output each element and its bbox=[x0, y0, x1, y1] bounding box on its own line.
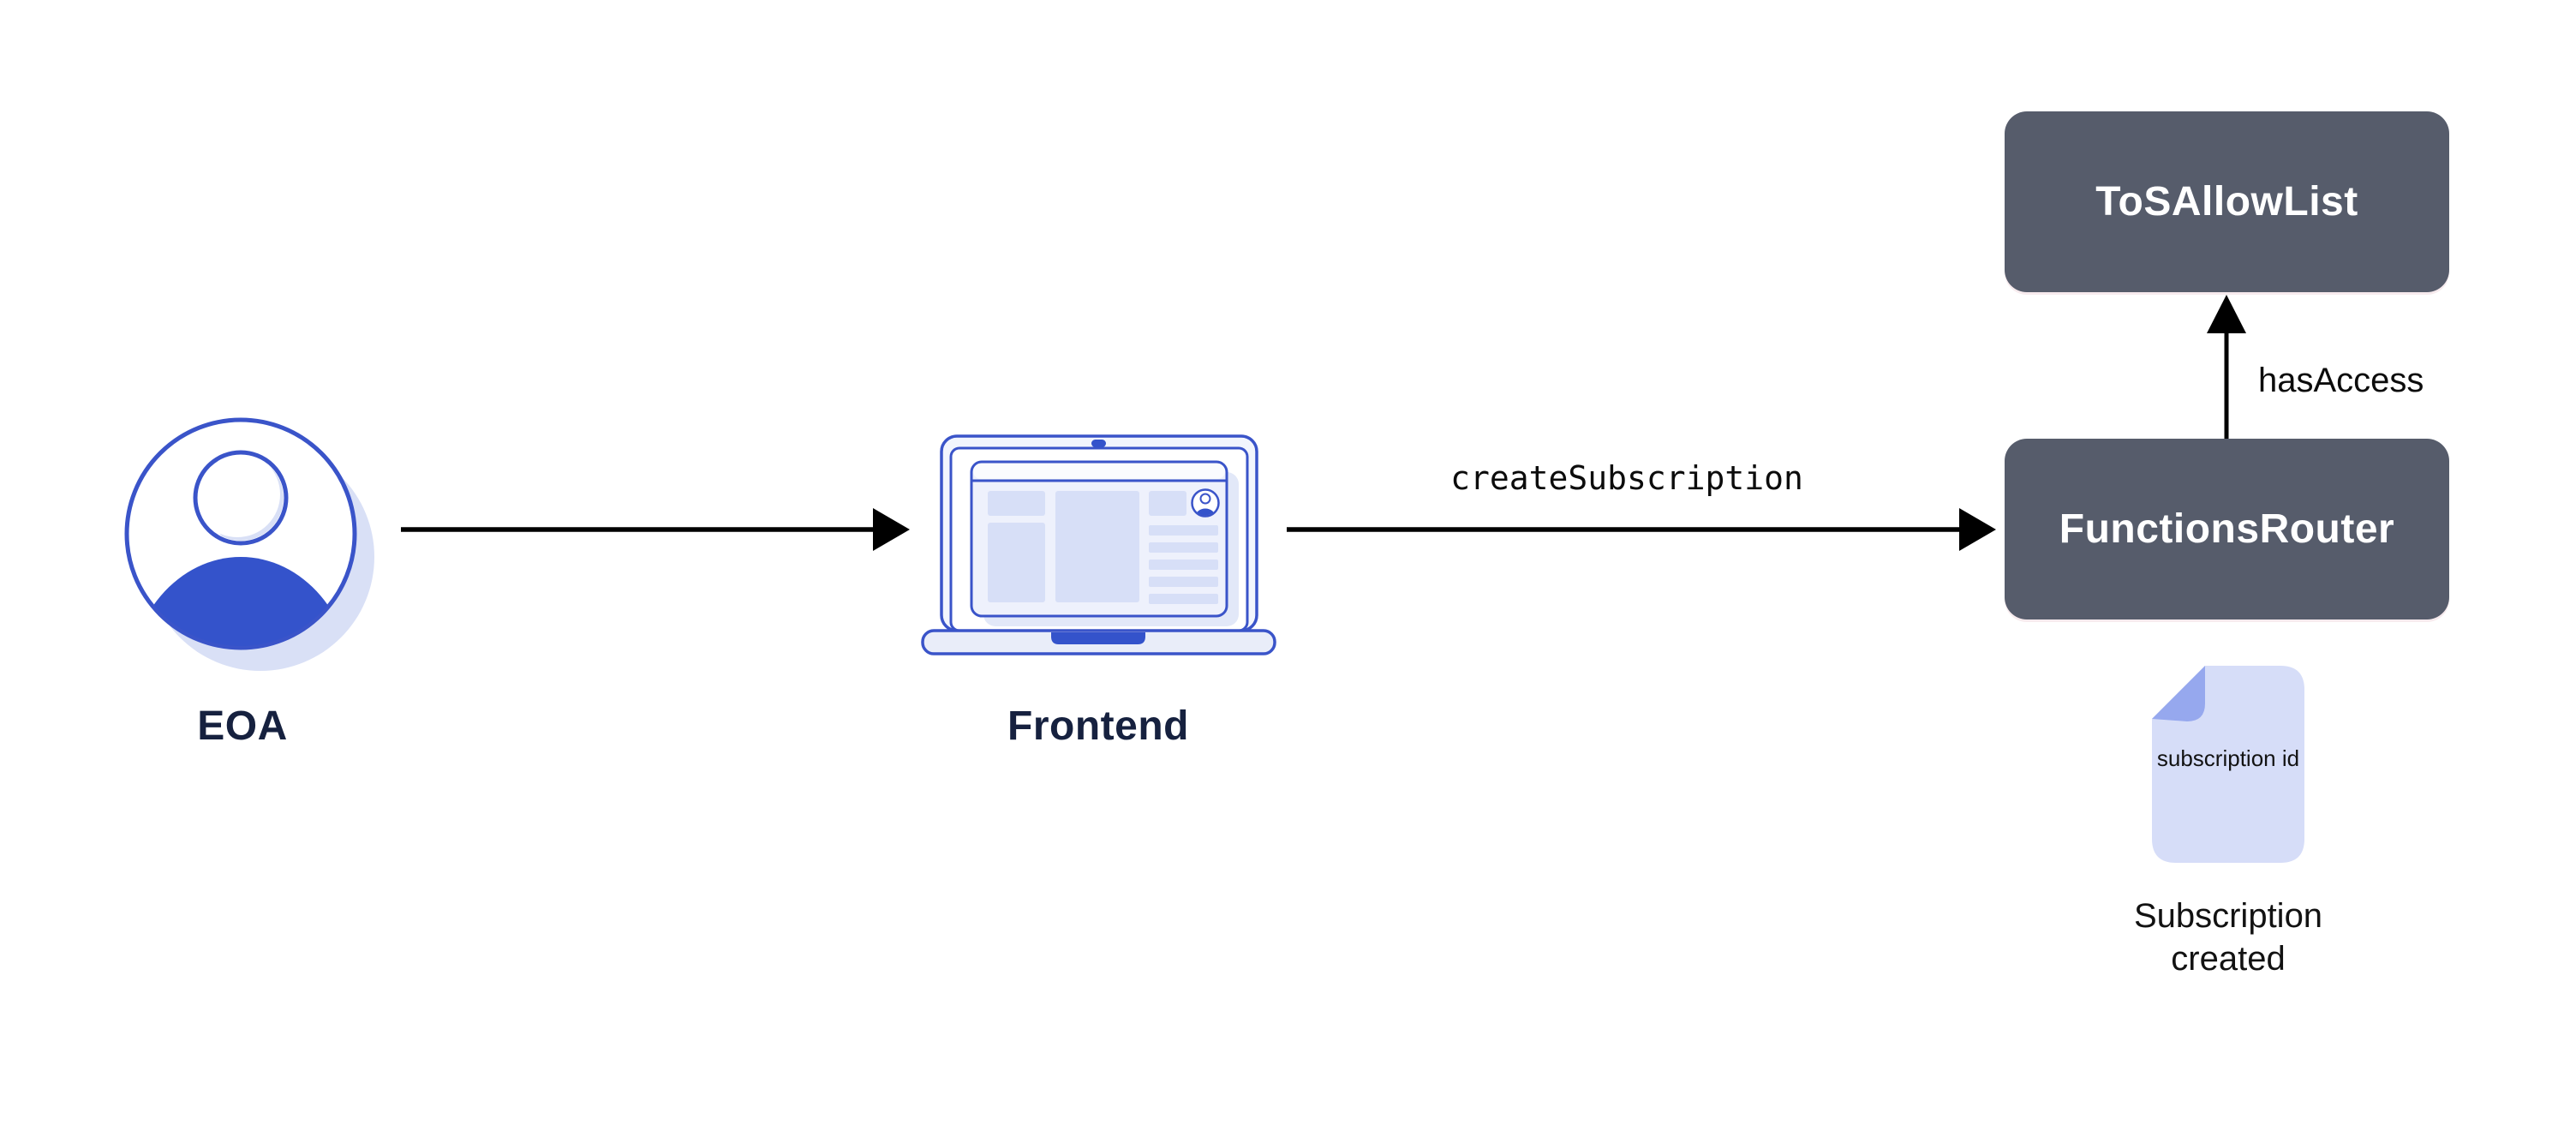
tosallowlist-box: ToSAllowList bbox=[2005, 111, 2449, 292]
tosallowlist-label: ToSAllowList bbox=[2095, 179, 2358, 224]
functionsrouter-label: FunctionsRouter bbox=[2059, 506, 2395, 552]
edge-label-hasaccess: hasAccess bbox=[2258, 362, 2424, 399]
arrow-functionsrouter-to-tosallowlist bbox=[2207, 295, 2246, 439]
laptop-icon bbox=[921, 434, 1276, 655]
subscription-document: subscription id bbox=[2152, 666, 2304, 863]
document-fold bbox=[2152, 666, 2205, 721]
laptop-notch bbox=[1051, 632, 1145, 644]
subscription-created-caption: Subscription created bbox=[2133, 897, 2323, 978]
arrowhead-icon bbox=[1959, 508, 1996, 551]
arrow-eoa-to-frontend bbox=[401, 508, 910, 551]
edge-label-createsubscription: createSubscription bbox=[1450, 459, 1803, 497]
document-text: subscription id bbox=[2156, 745, 2300, 771]
arrowhead-icon bbox=[2207, 295, 2246, 333]
eoa-label: EOA bbox=[197, 703, 288, 749]
browser-window bbox=[970, 460, 1239, 626]
arrow-frontend-to-functionsrouter bbox=[1287, 508, 1996, 551]
functionsrouter-box: FunctionsRouter bbox=[2005, 439, 2449, 619]
webcam-icon bbox=[1091, 440, 1106, 447]
mini-avatar-icon bbox=[1191, 488, 1220, 518]
user-avatar-icon bbox=[124, 417, 374, 671]
document-icon bbox=[2152, 666, 2304, 863]
frontend-label: Frontend bbox=[1007, 703, 1189, 749]
arrowhead-icon bbox=[873, 508, 910, 551]
